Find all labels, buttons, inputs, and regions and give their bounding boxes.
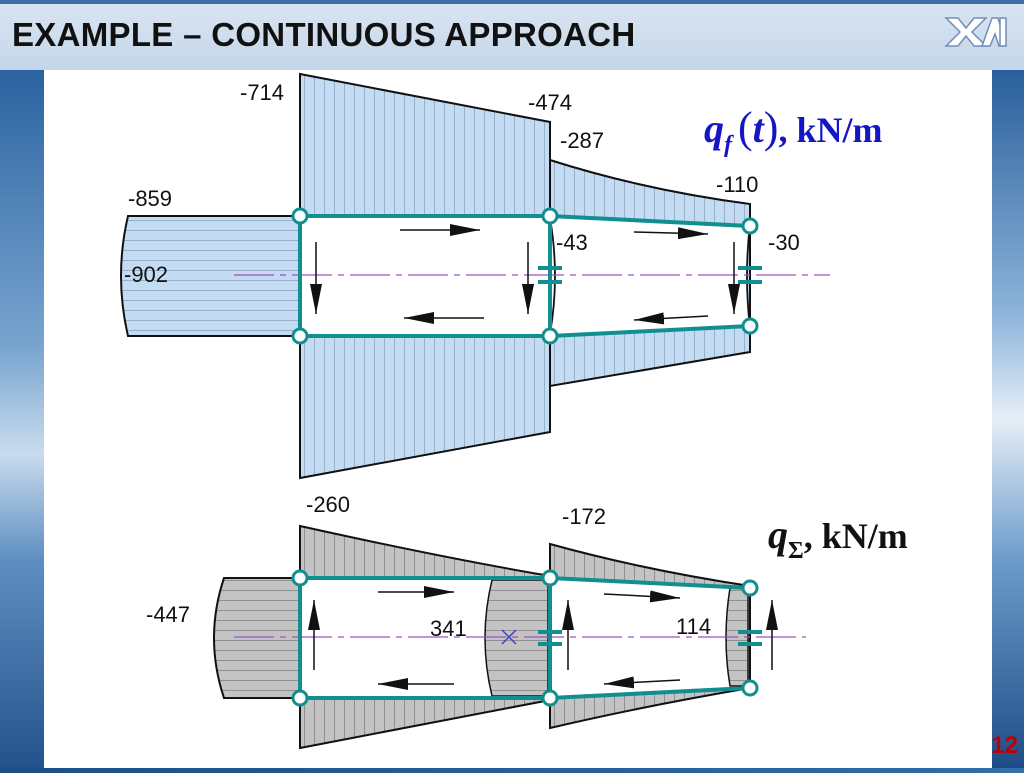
- bottom-unit-label: qΣ, kN/m: [768, 512, 908, 564]
- flow-arrow: [633, 227, 709, 240]
- bottom-node: [741, 679, 759, 697]
- top-node: [541, 207, 559, 225]
- page-number: 12: [991, 732, 1018, 759]
- top-unit-label: qf(t), kN/m: [704, 103, 882, 158]
- bottom-frame: [298, 576, 751, 700]
- flow-arrow: [633, 312, 709, 325]
- top-node: [741, 217, 759, 235]
- bottom-node: [541, 689, 559, 707]
- bottom-label: 341: [430, 616, 467, 641]
- background-sky-right: [992, 70, 1024, 768]
- top-support: [538, 266, 762, 284]
- bottom-label: 114: [676, 614, 711, 639]
- top-label: -474: [528, 90, 572, 115]
- flow-arrow: [603, 590, 681, 603]
- title-bar: EXAMPLE – CONTINUOUS APPROACH: [0, 0, 1024, 70]
- top-label: -902: [124, 262, 168, 287]
- bottom-node: [541, 569, 559, 587]
- top-label: -859: [128, 186, 172, 211]
- bottom-node: [291, 689, 309, 707]
- slide-title: EXAMPLE – CONTINUOUS APPROACH: [12, 16, 636, 53]
- bottom-node: [741, 579, 759, 597]
- background-sky-left: [0, 70, 44, 768]
- top-node: [541, 327, 559, 345]
- diagram-canvas: -714 -474 -287 -110 -859 -902 -43 -30 qf…: [120, 72, 908, 750]
- top-label: -287: [560, 128, 604, 153]
- top-label: -110: [716, 172, 758, 197]
- bottom-node: [291, 569, 309, 587]
- flow-arrow: [603, 676, 681, 689]
- bottom-diagram: -260 -172 -447 341 114 qΣ, kN/m: [146, 492, 908, 750]
- top-label: -714: [240, 80, 284, 105]
- bottom-label: -172: [562, 504, 606, 529]
- top-diagram: -714 -474 -287 -110 -859 -902 -43 -30 qf…: [120, 72, 882, 480]
- slide-content: -714 -474 -287 -110 -859 -902 -43 -30 qf…: [44, 70, 992, 768]
- top-label: -30: [768, 230, 800, 255]
- top-frame: [298, 214, 751, 338]
- top-node: [741, 317, 759, 335]
- bottom-label: -260: [306, 492, 350, 517]
- top-label: -43: [556, 230, 588, 255]
- top-node: [291, 207, 309, 225]
- bottom-left-segment: [213, 577, 301, 699]
- bottom-label: -447: [146, 602, 190, 627]
- top-left-segment: [120, 215, 301, 337]
- xai-logo-icon: [944, 17, 1007, 47]
- cross-mark: [501, 629, 517, 645]
- bottom-support: [538, 630, 762, 646]
- top-node: [291, 327, 309, 345]
